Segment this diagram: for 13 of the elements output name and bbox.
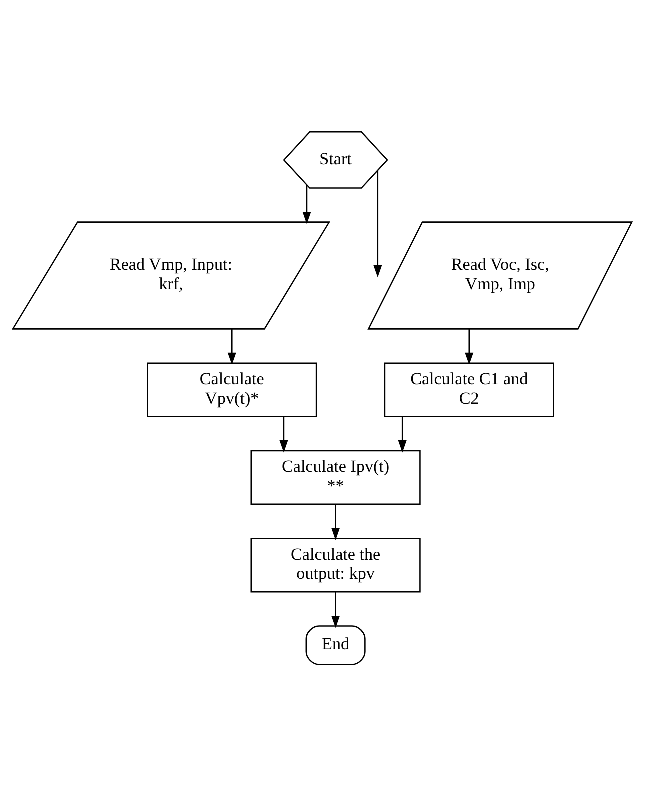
arrow <box>332 504 340 540</box>
arrow <box>465 328 474 365</box>
arrow <box>374 170 382 278</box>
arrow <box>332 592 340 628</box>
node-box: Calculate Ipv(t) ** <box>250 450 421 505</box>
arrow <box>302 184 312 224</box>
node-box: Calculate C1 and C2 <box>384 362 554 417</box>
node-box: Calculate Vpv(t)* <box>147 362 318 417</box>
arrow <box>228 328 236 365</box>
node-box: End <box>306 625 366 665</box>
arrow <box>398 416 407 452</box>
arrow <box>280 416 288 452</box>
node-box: Calculate the output: kpv <box>250 538 421 592</box>
